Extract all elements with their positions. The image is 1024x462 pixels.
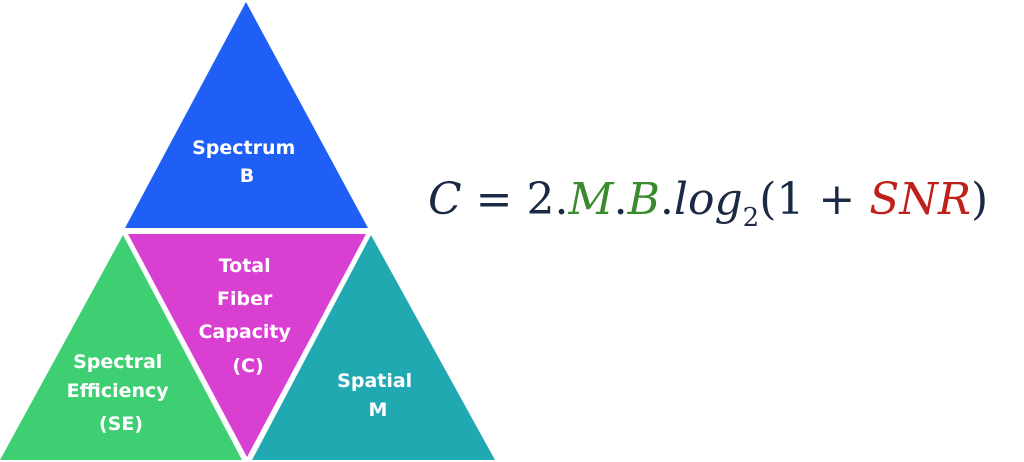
- spectral-efficiency-triangle: [0, 235, 242, 460]
- capacity-triangle: [128, 234, 366, 457]
- spectrum-label: Spectrum B: [192, 137, 302, 187]
- capacity-label-line2: Fiber: [217, 288, 273, 310]
- spatial-label: Spatial M: [337, 370, 419, 421]
- capacity-label-line1: Total: [219, 255, 271, 277]
- spatial-label-line2: M: [369, 399, 388, 421]
- spectral-efficiency-label-line1: Spectral: [73, 351, 162, 373]
- spectrum-label-line1: Spectrum: [192, 137, 295, 159]
- formula-snr-symbol: SNR: [869, 174, 971, 225]
- capacity-label: Total Fiber Capacity (C): [198, 255, 297, 377]
- formula-dot-1: .: [613, 174, 628, 225]
- spatial-triangle: [252, 235, 495, 460]
- formula-close-paren: ): [970, 174, 989, 225]
- formula-log-base: 2: [742, 203, 760, 233]
- spectral-efficiency-label: Spectral Efficiency (SE): [67, 351, 176, 435]
- spatial-label-line1: Spatial: [337, 370, 412, 392]
- spectral-efficiency-label-line3: (SE): [99, 413, 143, 435]
- spectral-efficiency-label-line2: Efficiency: [67, 380, 170, 402]
- formula-capacity-symbol: C: [428, 174, 462, 225]
- formula-spectrum-symbol: B: [627, 174, 660, 225]
- capacity-label-line4: (C): [232, 355, 263, 377]
- formula-spatial-symbol: M: [568, 174, 614, 225]
- formula-log: log: [673, 174, 743, 225]
- spectrum-triangle: [125, 2, 368, 228]
- capacity-label-line3: Capacity: [198, 321, 291, 343]
- formula-dot-2: .: [659, 174, 674, 225]
- capacity-triangle-diagram: Spectrum B Total Fiber Capacity (C) Spec…: [0, 2, 495, 460]
- formula-equals: = 2.: [461, 174, 569, 225]
- formula-open-paren: (1 +: [759, 174, 870, 225]
- shannon-capacity-formula: C = 2.M.B.log2(1 + SNR): [428, 178, 988, 233]
- spectrum-label-line2: B: [240, 165, 254, 187]
